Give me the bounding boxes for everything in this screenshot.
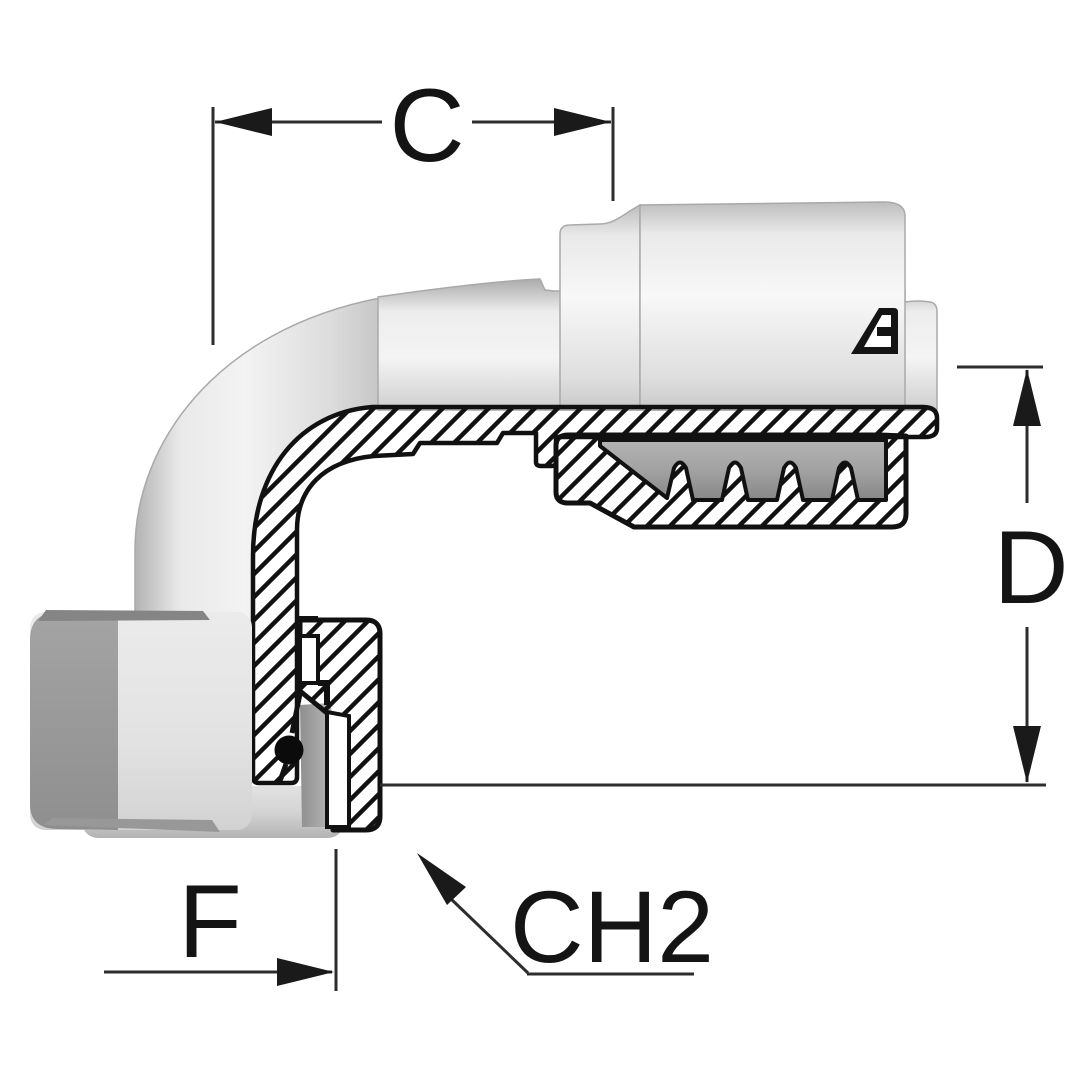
hex-nut-bottom-edge: [44, 818, 220, 832]
dim-f-arrow: [277, 958, 334, 986]
hose-serrations: [598, 438, 888, 502]
dim-c-arrow-right: [554, 108, 611, 136]
dim-c-arrow-left: [215, 108, 272, 136]
dimension-f: F: [104, 849, 338, 991]
fitting-body: [30, 201, 940, 838]
callout-ch2: CH2: [417, 853, 714, 984]
thread-step-outline: [296, 616, 330, 705]
ferrule-socket: [639, 201, 906, 411]
hex-nut: [30, 610, 252, 832]
dim-f-label: F: [178, 864, 242, 980]
brand-logo-icon: [851, 308, 898, 354]
hex-nut-face-dark: [30, 612, 118, 830]
section-tube-wall: [250, 404, 940, 786]
dimension-c: C: [211, 68, 615, 345]
dim-d-label: D: [993, 510, 1068, 626]
dimension-d: D: [380, 365, 1069, 787]
o-ring-groove-edge: [277, 693, 303, 782]
ferrule-step: [559, 203, 641, 411]
o-ring: [274, 735, 304, 765]
flange-face-strip: [325, 709, 351, 829]
hex-nut-top-edge: [38, 610, 210, 621]
ch2-leader-line: [448, 896, 530, 975]
dim-d-arrow-down: [1013, 726, 1041, 783]
ch2-label: CH2: [510, 870, 714, 984]
dim-d-arrow-up: [1013, 369, 1041, 426]
ch2-arrow: [417, 853, 466, 905]
dim-c-label: C: [389, 68, 464, 184]
